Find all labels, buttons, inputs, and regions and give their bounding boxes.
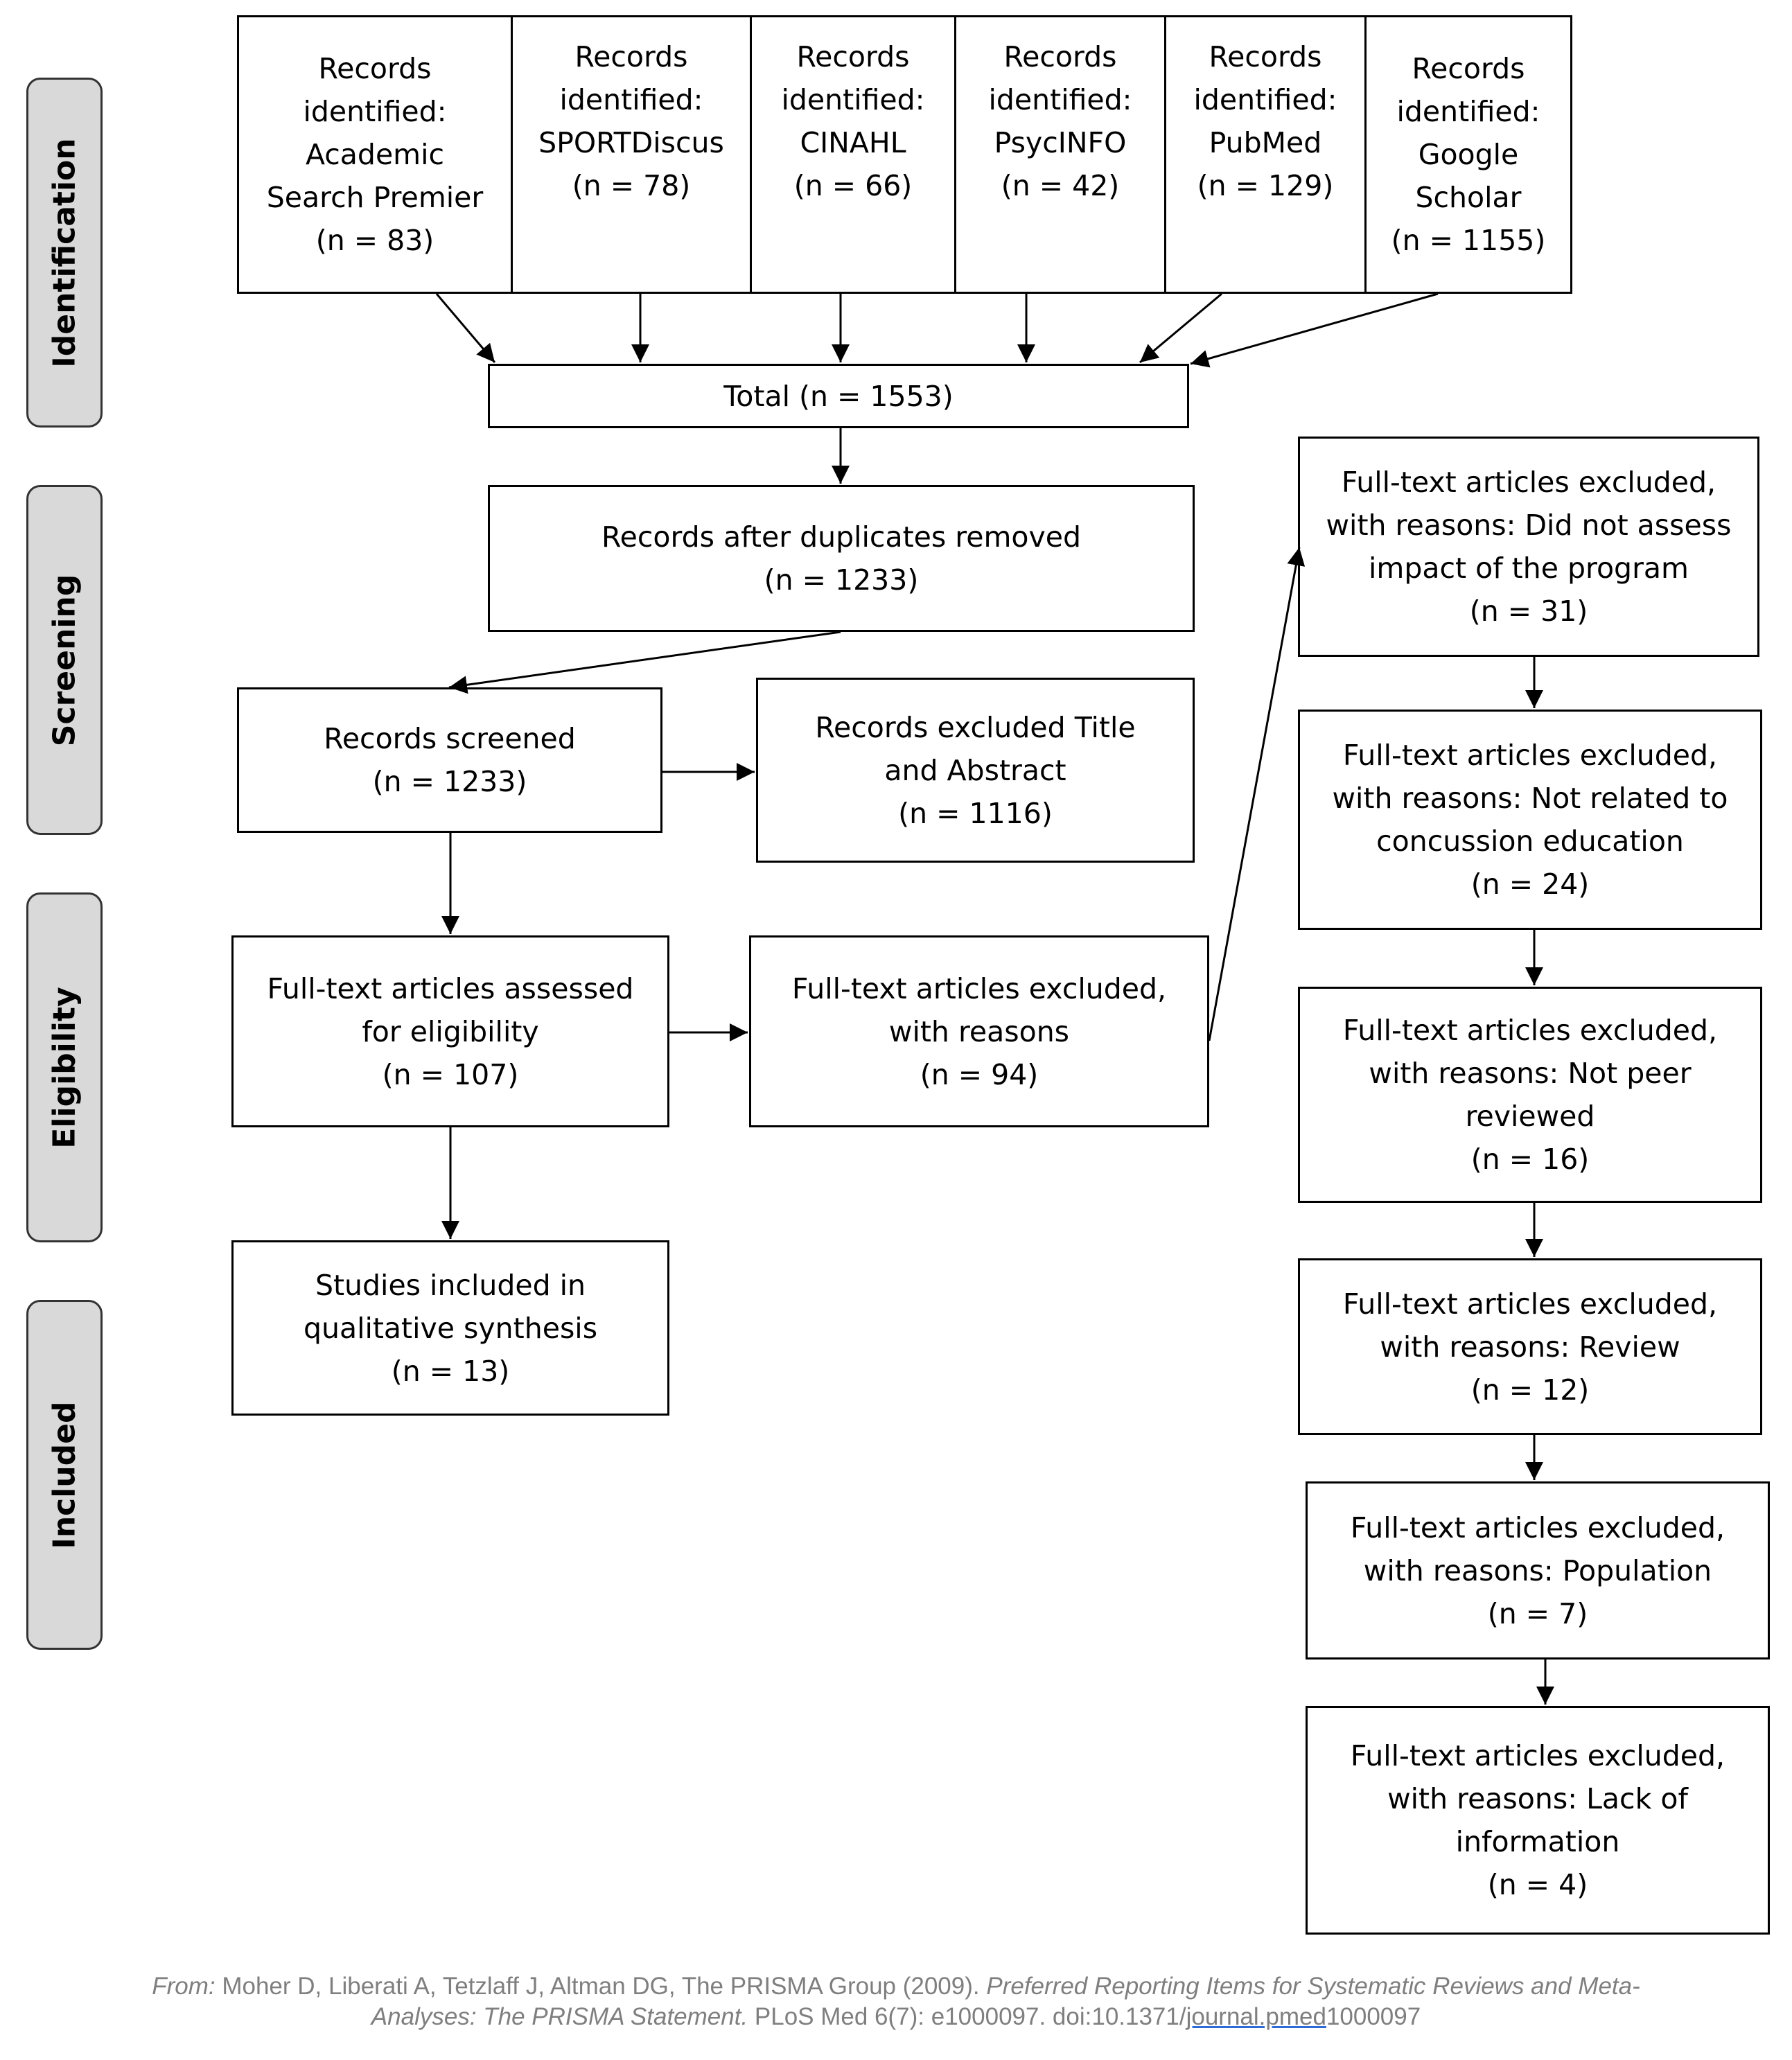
total-box: Total (n = 1553) bbox=[488, 364, 1189, 428]
records-screened-label: Records screened (n = 1233) bbox=[324, 722, 576, 798]
arrow-academic-to-total bbox=[435, 293, 496, 363]
fulltext-assessed-label: Full-text articles assessed for eligibil… bbox=[267, 971, 634, 1091]
reason-label: Full-text articles excluded, with reason… bbox=[1326, 466, 1732, 628]
citation-authors: Moher D, Liberati A, Tetzlaff J, Altman … bbox=[222, 1973, 980, 2000]
citation-from: From: bbox=[152, 1973, 216, 2000]
source-box-academic-search-premier: Records identified: Academic Search Prem… bbox=[237, 15, 513, 294]
stage-eligibility: Eligibility bbox=[26, 892, 103, 1242]
source-box-pubmed: Records identified: PubMed (n = 129) bbox=[1164, 15, 1367, 294]
arrow-excluded-to-reasons bbox=[1208, 547, 1306, 1041]
source-label: Records identified: Google Scholar (n = … bbox=[1391, 52, 1546, 257]
reason-label: Full-text articles excluded, with reason… bbox=[1350, 1739, 1725, 1901]
citation-doi-suffix: 1000097 bbox=[1326, 2003, 1421, 2030]
records-excluded-title-abstract-label: Records excluded Title and Abstract (n =… bbox=[815, 710, 1136, 830]
citation-journal: PLoS Med 6(7): e1000097. doi:10.1371/ bbox=[754, 2003, 1186, 2030]
fulltext-assessed-box: Full-text articles assessed for eligibil… bbox=[231, 935, 669, 1127]
fulltext-excluded-label: Full-text articles excluded, with reason… bbox=[791, 971, 1167, 1091]
stage-included: Included bbox=[26, 1300, 103, 1650]
citation-doi-link[interactable]: journal.pmed bbox=[1186, 2003, 1326, 2030]
fulltext-excluded-box: Full-text articles excluded, with reason… bbox=[749, 935, 1209, 1127]
after-duplicates-box: Records after duplicates removed (n = 12… bbox=[488, 485, 1195, 632]
arrow-pubmed-to-total bbox=[1139, 292, 1222, 364]
reason-box-lack-of-information: Full-text articles excluded, with reason… bbox=[1306, 1706, 1770, 1935]
reason-label: Full-text articles excluded, with reason… bbox=[1342, 1014, 1718, 1176]
source-label: Records identified: SPORTDiscus (n = 78) bbox=[538, 40, 724, 202]
reason-box-did-not-assess: Full-text articles excluded, with reason… bbox=[1298, 437, 1759, 657]
reason-box-review: Full-text articles excluded, with reason… bbox=[1298, 1258, 1762, 1435]
source-label: Records identified: Academic Search Prem… bbox=[266, 52, 484, 257]
arrow-google-to-total bbox=[1190, 292, 1439, 368]
reason-box-population: Full-text articles excluded, with reason… bbox=[1306, 1481, 1770, 1660]
source-label: Records identified: CINAHL (n = 66) bbox=[781, 40, 925, 202]
studies-included-box: Studies included in qualitative synthesi… bbox=[231, 1240, 669, 1416]
reason-label: Full-text articles excluded, with reason… bbox=[1332, 739, 1728, 901]
reason-label: Full-text articles excluded, with reason… bbox=[1350, 1511, 1725, 1630]
source-box-sportdiscus: Records identified: SPORTDiscus (n = 78) bbox=[511, 15, 752, 294]
reason-box-not-related: Full-text articles excluded, with reason… bbox=[1298, 710, 1762, 930]
total-label: Total (n = 1553) bbox=[723, 379, 954, 413]
citation-line-1: From: Moher D, Liberati A, Tetzlaff J, A… bbox=[0, 1971, 1792, 2002]
records-excluded-title-abstract-box: Records excluded Title and Abstract (n =… bbox=[756, 678, 1195, 863]
stage-identification: Identification bbox=[26, 78, 103, 428]
source-box-cinahl: Records identified: CINAHL (n = 66) bbox=[750, 15, 956, 294]
stage-screening: Screening bbox=[26, 485, 103, 835]
after-duplicates-label: Records after duplicates removed (n = 12… bbox=[601, 520, 1081, 597]
source-box-google-scholar: Records identified: Google Scholar (n = … bbox=[1364, 15, 1572, 294]
source-label: Records identified: PsycINFO (n = 42) bbox=[988, 40, 1132, 202]
citation: From: Moher D, Liberati A, Tetzlaff J, A… bbox=[0, 1971, 1792, 2032]
source-box-psycinfo: Records identified: PsycINFO (n = 42) bbox=[954, 15, 1166, 294]
reason-label: Full-text articles excluded, with reason… bbox=[1342, 1287, 1718, 1407]
reason-box-not-peer-reviewed: Full-text articles excluded, with reason… bbox=[1298, 987, 1762, 1203]
citation-title-1: Preferred Reporting Items for Systematic… bbox=[986, 1973, 1640, 2000]
arrow-after-duplicates-to-screened bbox=[448, 631, 841, 694]
citation-line-2: Analyses: The PRISMA Statement. PLoS Med… bbox=[0, 2002, 1792, 2032]
studies-included-label: Studies included in qualitative synthesi… bbox=[303, 1268, 598, 1388]
source-label: Records identified: PubMed (n = 129) bbox=[1193, 40, 1337, 202]
citation-title-2: Analyses: The PRISMA Statement. bbox=[371, 2003, 748, 2030]
